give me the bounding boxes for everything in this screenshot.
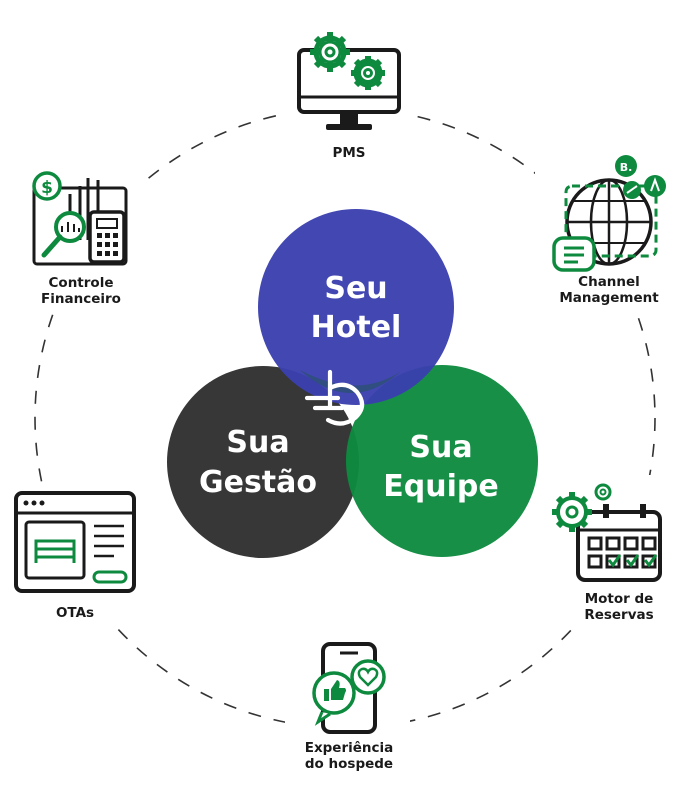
financeiro-label-line1: Controle	[49, 275, 114, 291]
browser-room-icon	[14, 491, 136, 593]
reservas-label-line2: Reservas	[584, 607, 653, 623]
finance-calculator-icon: $	[32, 171, 128, 266]
booking-badge: B.	[620, 161, 633, 174]
venn-circles	[167, 209, 538, 558]
calendar-gear-icon	[552, 483, 662, 582]
icon-backdrops	[5, 25, 680, 785]
pms-label: PMS	[332, 145, 365, 161]
hotel-line1: Seu	[324, 271, 387, 306]
center-logo-icon	[304, 369, 365, 426]
experiencia-label-line1: Experiência	[305, 740, 394, 756]
gestao-circle	[167, 366, 359, 558]
svg-text:$: $	[41, 178, 53, 198]
equipe-circle	[346, 365, 538, 557]
otas-label: OTAs	[56, 605, 94, 621]
gestao-line2: Gestão	[199, 465, 317, 500]
equipe-line1: Sua	[409, 430, 472, 465]
equipe-line2: Equipe	[383, 469, 498, 504]
financeiro-label-line2: Financeiro	[41, 291, 121, 307]
monitor-gears-icon	[297, 32, 401, 130]
hotel-line2: Hotel	[311, 310, 402, 345]
hotel-circle	[258, 209, 454, 405]
channel-label-line1: Channel	[578, 274, 640, 290]
channel-label-line2: Management	[559, 290, 659, 306]
reservas-label-line1: Motor de	[585, 591, 654, 607]
globe-channels-icon: B.	[552, 155, 666, 272]
phone-feedback-icon	[312, 642, 386, 734]
gestao-line1: Sua	[226, 425, 289, 460]
experiencia-label-line2: do hospede	[305, 756, 393, 772]
